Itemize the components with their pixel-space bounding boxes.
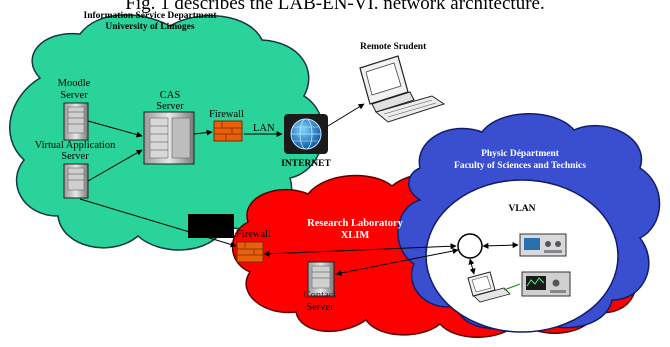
firewall-bottom-icon bbox=[236, 241, 264, 263]
moodle-label-line1: Moodle bbox=[57, 78, 91, 89]
redacted-box bbox=[188, 214, 234, 238]
moodle-server-icon bbox=[63, 102, 89, 141]
vas-label-line2: Server bbox=[61, 151, 89, 162]
router-icon bbox=[457, 233, 483, 259]
lab-label-line1: Research Laboratory bbox=[307, 218, 403, 229]
figure-caption: Fig. 1 describes the LAB-EN-VI. network … bbox=[125, 0, 545, 14]
department-label-line2: University of Limoges bbox=[105, 22, 195, 32]
firewall-top-label: Firewall bbox=[209, 109, 244, 120]
instrument-bottom-icon bbox=[521, 271, 571, 297]
virtual-app-server-icon bbox=[63, 163, 89, 199]
contact-server-icon bbox=[307, 261, 335, 297]
contact-label-line2: Server bbox=[306, 302, 334, 313]
cas-label-line1: CAS bbox=[159, 90, 181, 101]
lab-computer-icon bbox=[467, 271, 511, 303]
cas-server-icon bbox=[143, 111, 195, 165]
lab-label-line2: XLIM bbox=[340, 230, 370, 241]
firewall-top-icon bbox=[213, 120, 243, 142]
department-label-line1: Information Service Department bbox=[83, 11, 217, 21]
internet-label: INTERNET bbox=[281, 159, 331, 169]
lan-label: LAN bbox=[253, 123, 275, 134]
vlan-label: VLAN bbox=[508, 204, 536, 214]
moodle-label-line2: Server bbox=[60, 90, 88, 101]
instrument-top-icon bbox=[519, 233, 567, 257]
remote-student-computer-icon bbox=[359, 55, 446, 123]
internet-globe-icon bbox=[284, 114, 328, 154]
cas-label-line2: Server bbox=[156, 101, 184, 112]
physics-label-line1: Physic Départment bbox=[481, 149, 559, 159]
physics-label-line2: Faculty of Sciences and Technics bbox=[454, 161, 586, 171]
vas-label-line1: Virtual Application bbox=[34, 140, 116, 151]
remote-student-label: Remote Srudent bbox=[360, 42, 427, 52]
contact-label-line1: Contact bbox=[303, 290, 337, 301]
firewall-bottom-label: Firewall bbox=[236, 229, 271, 240]
